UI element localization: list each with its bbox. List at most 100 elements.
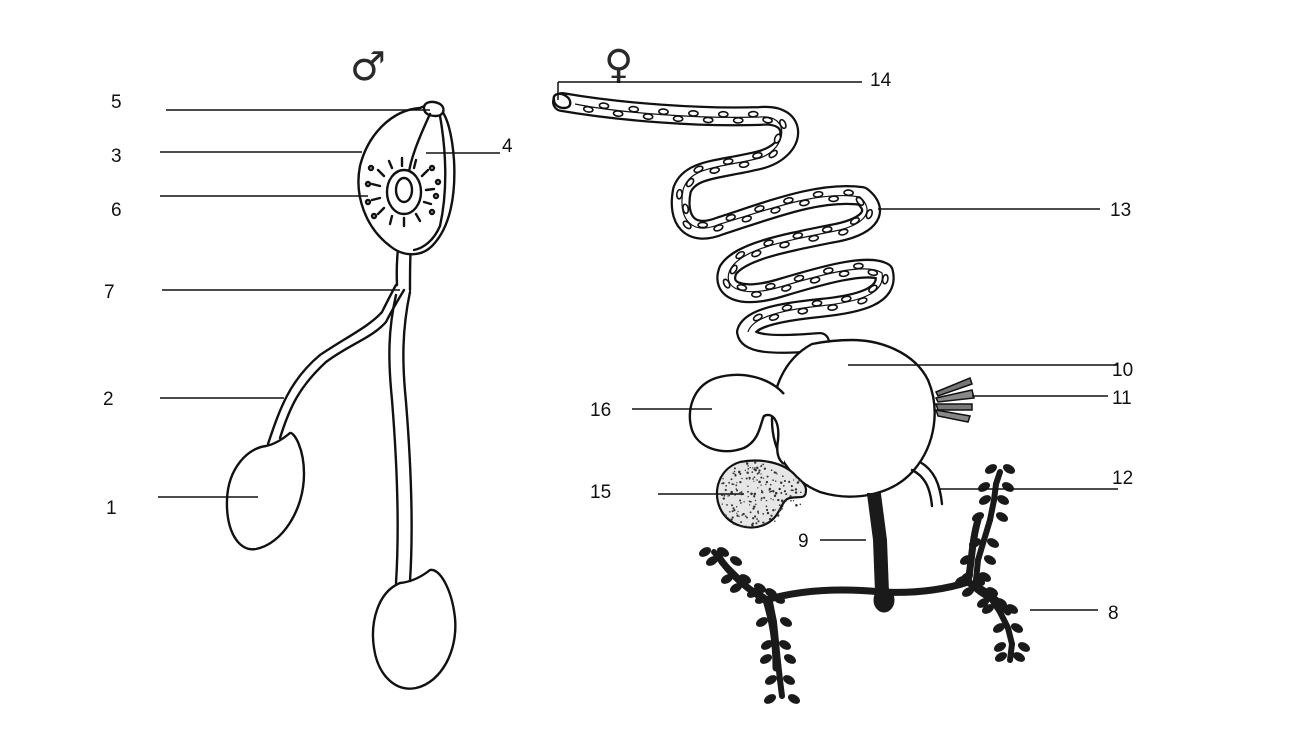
stipple-dot [770,514,773,517]
stipple-dot [747,485,749,488]
stipple-dot [765,483,767,486]
stipple-dot [776,514,780,517]
stipple-dot [764,522,767,525]
egg [773,133,782,144]
egg [682,220,692,230]
gland-branch [981,517,993,543]
stipple-dot [749,466,751,469]
stipple-dot [790,499,792,502]
stipple-dot [747,468,750,470]
gland-branch [775,659,783,683]
stipple-dot [779,481,783,485]
gland-branch [975,537,987,563]
stipple-dot [774,494,776,497]
stipple-dot [757,510,759,513]
gland-lobule [981,604,995,614]
gland-lobule [992,623,1006,633]
stipple-dot [735,488,738,490]
gland-lobule [720,574,734,584]
stipple-dot [731,510,734,513]
egg [751,290,762,298]
vitelline-duct-stalk [866,493,890,593]
stipple-dot [758,469,761,472]
stipple-dot [739,525,742,528]
stipple-dot [794,488,798,491]
stipple-dot [722,478,724,480]
stipple-dot [748,504,751,506]
stipple-dot [771,517,774,520]
stipple-dot [740,502,742,504]
stipple-dot [770,469,773,472]
stipple-dot [753,480,755,482]
egg [717,110,729,118]
gland-lobule [978,495,992,505]
stipple-dot [736,514,739,517]
stipple-dot [783,490,786,493]
egg [702,116,714,124]
label-4: 4 [502,136,513,157]
egg [849,217,860,225]
stipple-dot [731,483,734,486]
stipple-dot [770,498,772,500]
stipple-dot [754,467,756,469]
egg [779,118,787,130]
stipple-dot [749,500,752,503]
egg [672,115,684,123]
stipple-dot [795,476,798,479]
egg [868,284,878,294]
stipple-dot [743,501,745,503]
stipple-dot [753,505,756,508]
stipple-dot [799,503,802,506]
stipple-dot [733,483,735,486]
egg [867,269,879,277]
stipple-dot [763,477,765,479]
stipple-dot [730,518,733,521]
stipple-dot [725,485,727,487]
label-1: 1 [106,498,117,519]
label-6: 6 [111,200,122,221]
stipple-dot [782,505,784,508]
stipple-dot [770,490,773,493]
stipple-dot [768,487,772,491]
stipple-dot [733,470,736,473]
egg [751,249,762,258]
egg [793,274,805,282]
egg [688,109,699,117]
stipple-dot [733,472,735,475]
egg [693,165,704,174]
egg [612,110,624,118]
stipple-dot [753,476,756,479]
label-11: 11 [1112,388,1132,409]
gland-lobule [994,598,1008,608]
label-2: 2 [103,389,114,410]
egg [792,232,804,240]
egg [855,196,865,206]
stipple-dot [756,518,759,520]
gland-lobule [995,512,1009,522]
stipple-dot [768,517,772,521]
egg [735,250,746,260]
stipple-dot [730,490,733,494]
stipple-dot [762,463,765,466]
stipple-dot [774,520,776,522]
gland-lobule [984,464,998,474]
egg [642,113,654,121]
stipple-dot [750,492,753,496]
stipple-dot [780,492,783,494]
stipple-dot [721,482,723,485]
female-symbol: ♀ [604,42,633,88]
stipple-dot [744,525,747,528]
stipple-dot [774,480,777,482]
gland-branch [987,497,997,523]
stipple-dot [748,476,751,479]
brush-organ [934,377,975,423]
vas-deferens-right-outer [388,293,399,585]
gland-lobule [959,555,973,565]
stipple-dot [722,482,725,485]
gland-lobule [755,617,769,627]
stipple-dot [792,500,795,502]
stipple-dot [746,471,749,475]
egg [770,206,781,214]
egg [762,116,773,124]
stipple-dot [778,487,781,491]
